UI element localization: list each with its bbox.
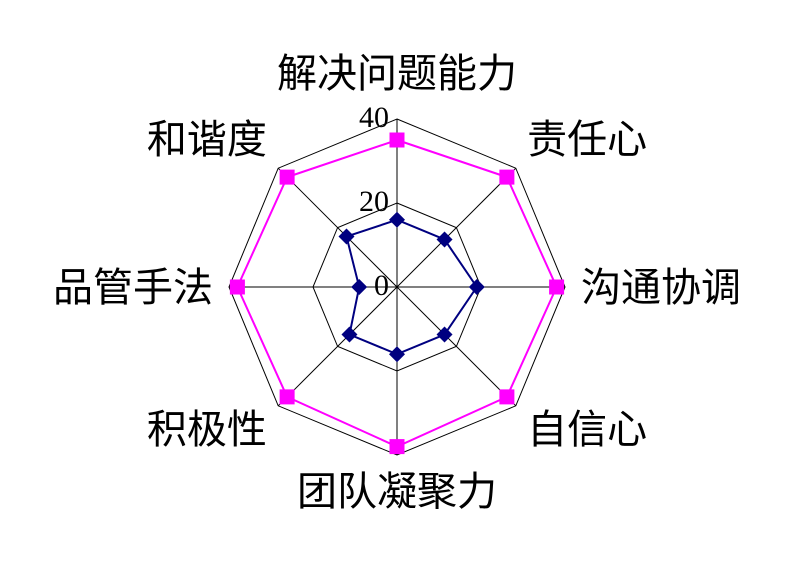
radial-tick-0: 0: [374, 269, 389, 302]
category-label-3: 自信心: [527, 407, 647, 453]
radial-tick-40: 40: [359, 101, 389, 134]
spoke-7: [277, 167, 398, 288]
category-label-5: 积极性: [147, 407, 267, 453]
radar-series: [229, 132, 565, 455]
series-1-point-0: [389, 211, 405, 228]
series-0-point-7: [279, 169, 295, 185]
series-0-point-2: [549, 279, 565, 295]
series-0-point-0: [389, 132, 405, 148]
series-1-point-4: [389, 346, 405, 363]
series-0-point-5: [279, 389, 295, 405]
series-0-point-6: [229, 279, 245, 295]
series-1-point-3: [436, 326, 453, 343]
spoke-5: [277, 286, 398, 407]
category-label-7: 和谐度: [147, 117, 267, 163]
series-0-point-4: [389, 439, 405, 455]
category-label-0: 解决问题能力: [277, 51, 517, 97]
category-label-1: 责任心: [527, 117, 647, 163]
spoke-3: [396, 286, 517, 407]
spoke-1: [396, 167, 517, 288]
series-1-point-1: [436, 231, 453, 248]
radar-grid: [228, 118, 566, 456]
radial-tick-20: 20: [359, 185, 389, 218]
series-0-point-3: [499, 389, 515, 405]
series-1-point-6: [351, 279, 368, 295]
category-label-6: 品管手法: [53, 265, 213, 311]
series-0-point-1: [499, 169, 515, 185]
category-label-4: 团队凝聚力: [297, 469, 497, 515]
series-1-point-7: [338, 228, 355, 245]
series-1-point-2: [468, 279, 485, 295]
series-1-point-5: [341, 326, 358, 343]
category-label-2: 沟通协调: [581, 265, 741, 311]
